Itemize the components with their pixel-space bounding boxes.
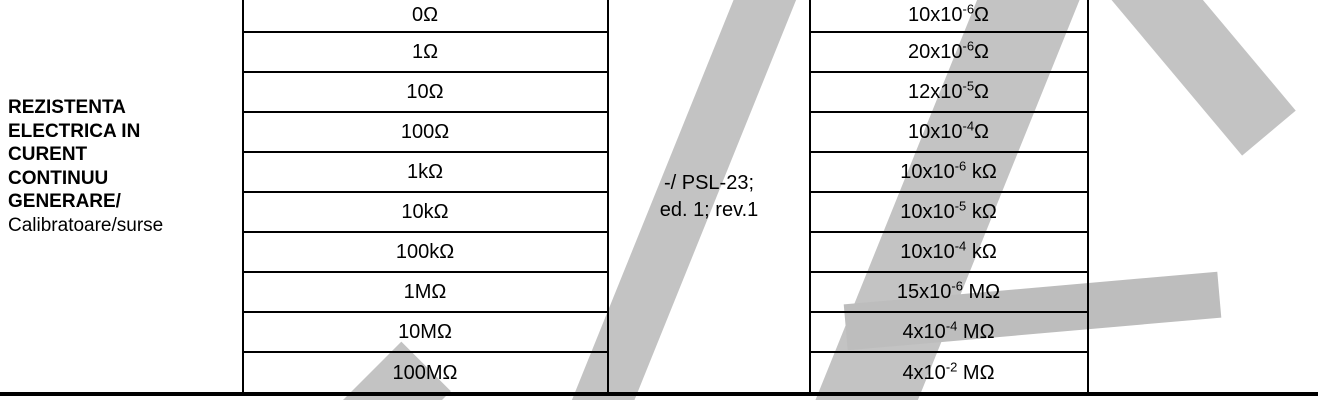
uncertainty-value: 12x10-5Ω	[907, 77, 989, 103]
exponent: -6	[951, 277, 963, 293]
uncertainty-cell: 10x10-4Ω	[810, 113, 1087, 153]
uncertainty-value: 15x10-6 MΩ	[896, 277, 1001, 303]
range-value: 1kΩ	[406, 160, 444, 183]
range-cell: 1kΩ	[243, 153, 607, 193]
exponent: -6	[962, 37, 975, 53]
range-cell: 1Ω	[243, 33, 607, 73]
table-vertical-border	[809, 0, 811, 393]
parameter-line: GENERARE/	[8, 191, 121, 212]
range-value: 100MΩ	[392, 361, 458, 384]
range-value: 100Ω	[400, 120, 450, 143]
uncertainty-cell: 10x10-4 kΩ	[810, 233, 1087, 273]
watermark-stroke-icon	[1094, 0, 1296, 156]
exponent: -4	[962, 117, 975, 133]
range-value: 10Ω	[406, 80, 444, 103]
range-value: 0Ω	[411, 4, 439, 26]
range-value: 100kΩ	[395, 240, 455, 263]
uncertainty-cell: 10x10-6Ω	[810, 0, 1087, 33]
exponent: -2	[945, 358, 958, 374]
parameter-cell: REZISTENTA ELECTRICA IN CURENT CONTINUU …	[8, 96, 240, 237]
uncertainty-cell: 12x10-5Ω	[810, 73, 1087, 113]
uncertainty-cell: 20x10-6Ω	[810, 33, 1087, 73]
range-cell: 100Ω	[243, 113, 607, 153]
uncertainty-cell: 4x10-4 MΩ	[810, 313, 1087, 353]
exponent: -5	[962, 77, 975, 93]
uncertainty-value: 10x10-6Ω	[907, 1, 989, 26]
exponent: -4	[945, 317, 958, 333]
parameter-line: REZISTENTA	[8, 97, 126, 118]
range-column: 0Ω 1Ω 10Ω 100Ω 1kΩ 10kΩ 100kΩ 1MΩ 10MΩ 100MΩ	[243, 0, 607, 393]
uncertainty-value: 10x10-5 kΩ	[900, 197, 997, 223]
range-cell: 1MΩ	[243, 273, 607, 313]
range-cell: 100kΩ	[243, 233, 607, 273]
range-cell: 100MΩ	[243, 353, 607, 393]
parameter-line: ELECTRICA IN	[8, 120, 141, 142]
range-cell: 0Ω	[243, 0, 607, 33]
table-bottom-border	[0, 392, 1318, 396]
table-vertical-border	[242, 0, 244, 393]
uncertainty-value: 10x10-4 kΩ	[900, 237, 997, 263]
exponent: -6	[954, 157, 967, 173]
range-value: 1Ω	[411, 40, 439, 63]
uncertainty-cell: 4x10-2 MΩ	[810, 353, 1087, 393]
uncertainty-value: 10x10-4Ω	[907, 117, 989, 143]
method-line: ed. 1; rev.1	[659, 198, 759, 221]
uncertainty-column: 10x10-6Ω 20x10-6Ω 12x10-5Ω 10x10-4Ω 10x10-6 …	[810, 0, 1087, 393]
parameter-line: CONTINUU	[8, 167, 109, 189]
exponent: -6	[962, 1, 975, 17]
parameter-subline: Calibratoare/surse	[8, 214, 164, 236]
exponent: -5	[954, 197, 967, 213]
table-vertical-border	[1087, 0, 1089, 393]
table-vertical-border	[607, 0, 609, 393]
uncertainty-value: 20x10-6Ω	[907, 37, 989, 63]
range-value: 1MΩ	[403, 280, 447, 303]
uncertainty-cell: 15x10-6 MΩ	[810, 273, 1087, 313]
parameter-line: CURENT	[8, 144, 88, 165]
range-value: 10MΩ	[398, 320, 452, 343]
uncertainty-cell: 10x10-6 kΩ	[810, 153, 1087, 193]
uncertainty-value: 4x10-4 MΩ	[902, 317, 995, 343]
range-cell: 10MΩ	[243, 313, 607, 353]
method-line: -/ PSL-23;	[663, 171, 755, 194]
uncertainty-cell: 10x10-5 kΩ	[810, 193, 1087, 233]
method-cell: -/ PSL-23; ed. 1; rev.1	[608, 0, 810, 393]
exponent: -4	[954, 237, 967, 253]
range-cell: 10Ω	[243, 73, 607, 113]
range-cell: 10kΩ	[243, 193, 607, 233]
uncertainty-value: 10x10-6 kΩ	[900, 157, 997, 183]
range-value: 10kΩ	[401, 200, 449, 223]
uncertainty-value: 4x10-2 MΩ	[902, 358, 995, 384]
